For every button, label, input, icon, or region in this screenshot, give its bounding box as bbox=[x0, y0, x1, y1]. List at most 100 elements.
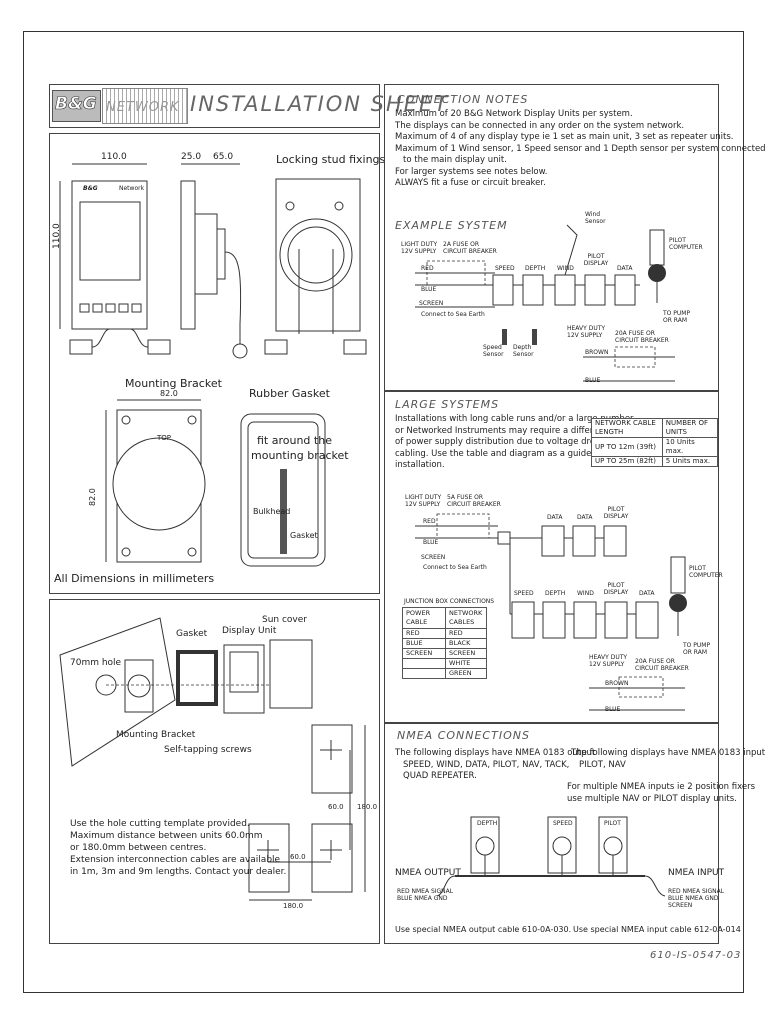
large-blue-label-2: BLUE bbox=[605, 706, 621, 713]
fuse-line-2: CIRCUIT BREAKER bbox=[443, 248, 497, 255]
nmea-output-label: NMEA OUTPUT bbox=[395, 868, 461, 878]
large-fuse-line-2: CIRCUIT BREAKER bbox=[447, 501, 501, 508]
bracket-callout: Mounting Bracket bbox=[116, 730, 196, 740]
width-dimension: 110.0 bbox=[101, 152, 127, 162]
installation-sheet bbox=[23, 31, 744, 993]
connection-notes-list: Maximum of 20 B&G Network Display Units … bbox=[395, 109, 766, 190]
row2-pilot-label: PILOT DISPLAY bbox=[603, 582, 629, 596]
fuse-label: 2A FUSE OR CIRCUIT BREAKER bbox=[443, 241, 497, 255]
heavy-fuse-line-2: CIRCUIT BREAKER bbox=[615, 337, 669, 344]
speed-sensor-line-2: Sensor bbox=[483, 351, 504, 358]
junction-cell: SCREEN bbox=[402, 648, 446, 659]
supply-label: LIGHT DUTY 12V SUPPLY bbox=[401, 241, 437, 255]
large-fuse-line-1: 5A FUSE OR bbox=[447, 494, 484, 501]
junction-header: POWER CABLE bbox=[402, 607, 446, 629]
note-line: or 180.0mm between centres. bbox=[70, 843, 207, 853]
brand-text: B&G bbox=[55, 94, 97, 115]
connection-notes-panel: CONNECTION NOTES Maximum of 20 B&G Netwo… bbox=[384, 84, 766, 391]
dimensions-panel: 110.0 110.0 25.0 65.0 Locking stud fixin… bbox=[49, 133, 385, 594]
heavy-supply-line-2: 12V SUPPLY bbox=[567, 332, 603, 339]
nmea-diagram bbox=[436, 816, 666, 897]
connection-notes-title: CONNECTION NOTES bbox=[397, 93, 529, 106]
note-item: to the main display unit. bbox=[403, 155, 507, 165]
large-heavy-fuse-line-2: CIRCUIT BREAKER bbox=[635, 665, 689, 672]
large-pilot-computer-line-1: PILOT bbox=[689, 565, 706, 572]
gasket-label: Gasket bbox=[290, 531, 318, 540]
bulkhead-section bbox=[280, 469, 287, 554]
gasket-note-2: mounting bracket bbox=[251, 449, 349, 462]
junction-box bbox=[497, 531, 511, 545]
product-logo-text: NETWORK bbox=[106, 100, 180, 115]
large-screen-label: SCREEN bbox=[421, 554, 446, 561]
large-text-line: of power supply distribution due to volt… bbox=[395, 437, 632, 447]
large-pump-label: TO PUMP OR RAM bbox=[683, 642, 710, 656]
dim-60-horizontal: 60.0 bbox=[290, 853, 306, 861]
note-item: Maximum of 20 B&G Network Display Units … bbox=[395, 109, 633, 119]
nmea-multi-line: For multiple NMEA inputs ie 2 position f… bbox=[567, 782, 756, 792]
depth-dimension-2: 65.0 bbox=[213, 152, 234, 162]
large-systems-panel: LARGE SYSTEMS Installations with long ca… bbox=[384, 391, 723, 723]
large-fuse-label: 5A FUSE OR CIRCUIT BREAKER bbox=[447, 494, 501, 508]
nmea-input-line: PILOT, NAV bbox=[579, 759, 626, 770]
document-number: 610-IS-0547-03 bbox=[650, 950, 742, 961]
sun-cover-exploded bbox=[269, 639, 313, 709]
row1-data-label-2: DATA bbox=[577, 514, 593, 521]
large-units bbox=[511, 525, 659, 639]
layout-units bbox=[248, 724, 353, 893]
nmea-in-wire: SCREEN bbox=[668, 902, 693, 909]
nmea-output-line: The following displays have NMEA 0183 ou… bbox=[395, 748, 596, 758]
unit-screen bbox=[79, 201, 141, 281]
nmea-input-label: NMEA INPUT bbox=[668, 868, 725, 878]
nmea-in-wire: BLUE NMEA GND bbox=[668, 895, 719, 902]
nmea-output-line: QUAD REPEATER. bbox=[403, 771, 477, 781]
nmea-input-cable-note: Use special NMEA input cable 612-0A-014 bbox=[573, 925, 741, 934]
pilot-computer-label: PILOT COMPUTER bbox=[669, 237, 703, 251]
unit-depth-label: DEPTH bbox=[525, 265, 546, 272]
large-systems-title: LARGE SYSTEMS bbox=[395, 398, 500, 411]
brown-wire-label: BROWN bbox=[585, 349, 609, 356]
pump-line-1: TO PUMP bbox=[663, 310, 691, 317]
example-units bbox=[492, 274, 636, 306]
header-frame bbox=[49, 84, 380, 128]
junction-cell: SCREEN bbox=[445, 648, 487, 659]
unit-side bbox=[180, 180, 196, 330]
unit-brand: B&G bbox=[83, 185, 98, 192]
nmea-panel: NMEA CONNECTIONS The following displays … bbox=[384, 723, 765, 944]
row2-depth-label: DEPTH bbox=[545, 590, 566, 597]
large-pump-line-2: OR RAM bbox=[683, 649, 708, 656]
depth-sensor-line-2: Sensor bbox=[513, 351, 534, 358]
dimensions-footer: All Dimensions in millimeters bbox=[54, 572, 215, 585]
bracket-width: 82.0 bbox=[160, 389, 178, 398]
supply-line-1: LIGHT DUTY bbox=[401, 241, 438, 248]
note-line: Extension interconnection cables are ava… bbox=[70, 855, 281, 865]
large-heavy-fuse-line-1: 20A FUSE OR bbox=[635, 658, 675, 665]
depth-dimension-1: 25.0 bbox=[181, 152, 202, 162]
junction-cell: WHITE bbox=[445, 658, 487, 669]
unit-wind-label: WIND bbox=[557, 265, 574, 272]
locking-stud-title: Locking stud fixings bbox=[276, 153, 386, 166]
junction-header: NETWORK CABLES bbox=[445, 607, 487, 629]
mounting-drawing bbox=[59, 617, 366, 901]
large-systems-text: Installations with long cable runs and/o… bbox=[395, 414, 643, 472]
large-heavy-fuse-label: 20A FUSE OR CIRCUIT BREAKER bbox=[635, 658, 689, 672]
example-wiring-diagram bbox=[415, 224, 675, 382]
large-text-line: or Networked Instruments may require a d… bbox=[395, 425, 643, 436]
wind-sensor-line-1: Wind bbox=[585, 211, 601, 218]
row2-speed-label: SPEED bbox=[514, 590, 534, 597]
large-heavy-supply-line-1: HEAVY DUTY bbox=[589, 654, 628, 661]
dim-180-horizontal: 180.0 bbox=[283, 902, 304, 910]
large-sea-earth-label: Connect to Sea Earth bbox=[423, 564, 487, 571]
row1-data-label: DATA bbox=[547, 514, 563, 521]
bulkhead-panel bbox=[59, 617, 176, 767]
nmea-output-line: SPEED, WIND, DATA, PILOT, NAV, TACK, bbox=[403, 759, 570, 770]
bracket-height: 82.0 bbox=[88, 488, 97, 506]
junction-cell bbox=[402, 668, 446, 679]
nmea-out-wires: RED NMEA SIGNAL BLUE NMEA GND bbox=[397, 888, 453, 902]
large-pilot-computer-label: PILOT COMPUTER bbox=[689, 565, 723, 579]
large-heavy-supply-line-2: 12V SUPPLY bbox=[589, 661, 625, 668]
nmea-multi-line: use multiple NAV or PILOT display units. bbox=[567, 793, 737, 804]
heavy-fuse-label: 20A FUSE OR CIRCUIT BREAKER bbox=[615, 330, 669, 344]
connectors bbox=[69, 339, 367, 355]
hole-label: 70mm hole bbox=[70, 658, 122, 668]
large-pump-line-1: TO PUMP bbox=[683, 642, 711, 649]
